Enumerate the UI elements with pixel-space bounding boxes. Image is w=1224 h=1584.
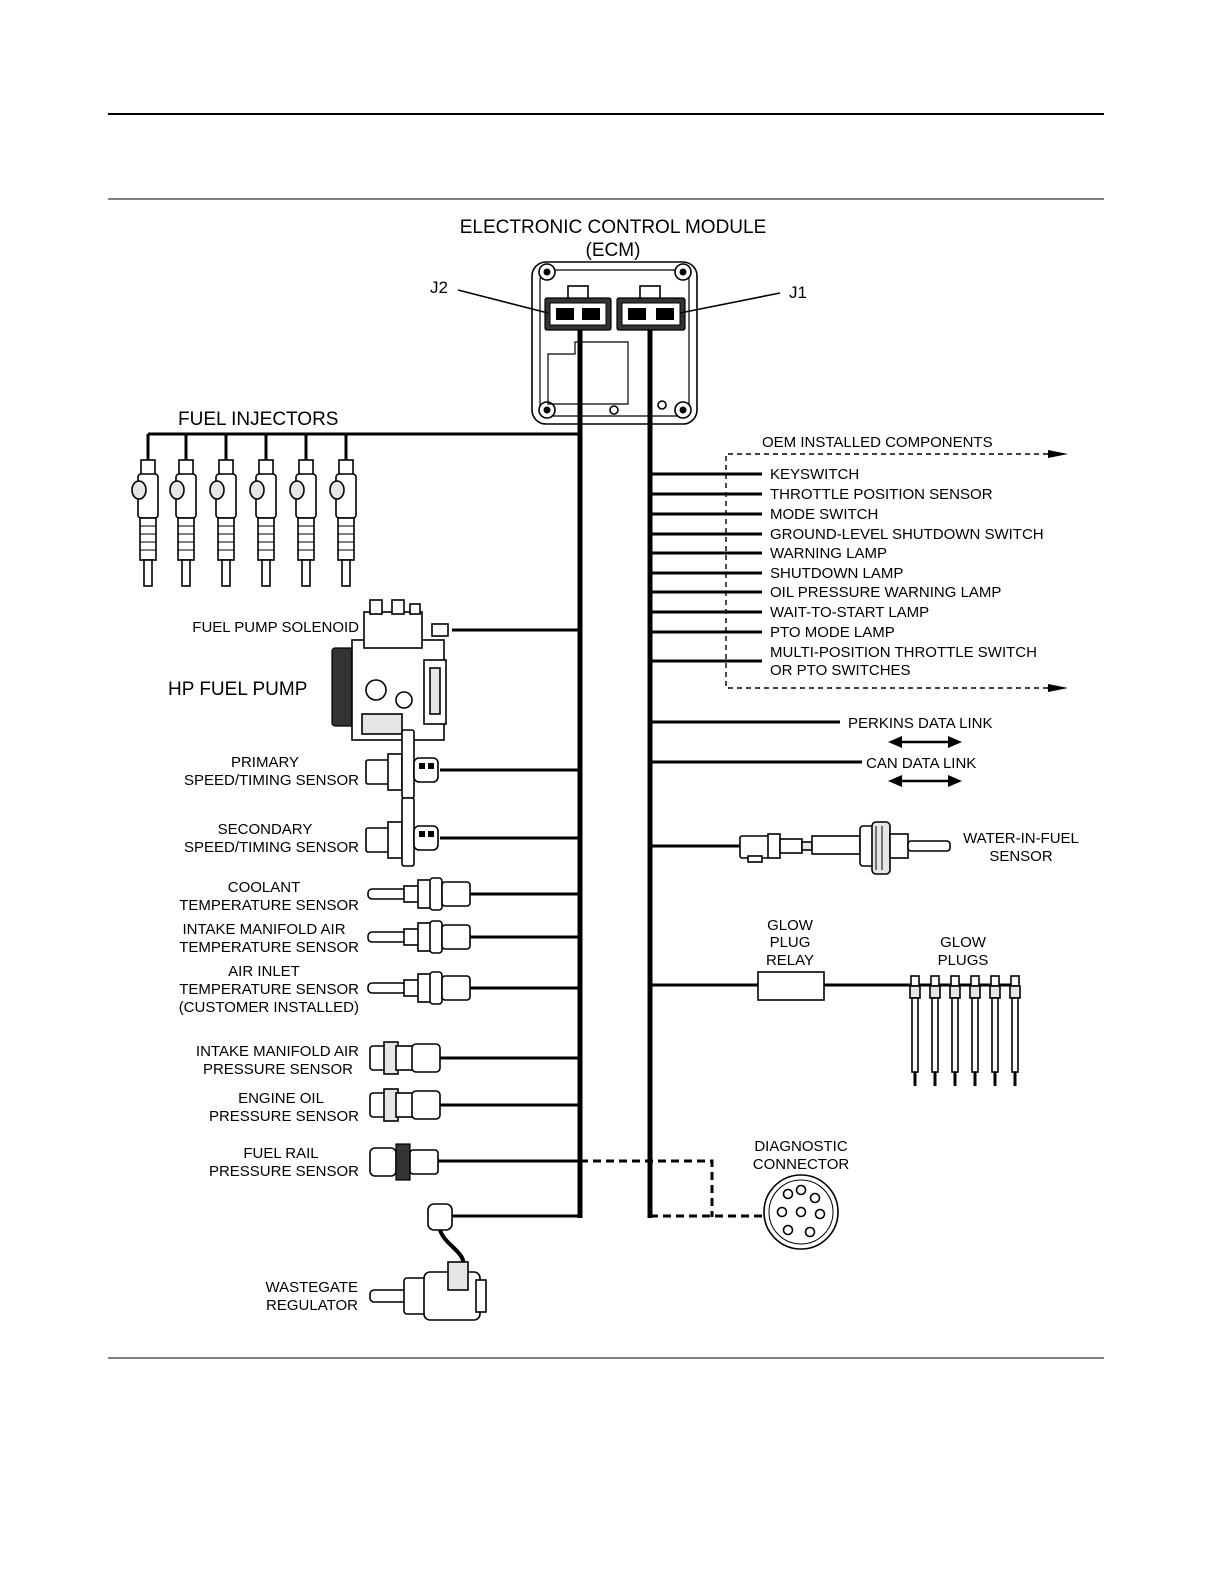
primary-speed-label-2: SPEED/TIMING SENSOR [184, 772, 359, 789]
injector-drop-wires [146, 434, 348, 462]
oem-item-warning-lamp: WARNING LAMP [770, 545, 887, 562]
rail-pressure-dashed-wire [580, 1159, 714, 1217]
wastegate-label-2: REGULATOR [266, 1297, 358, 1314]
oil-pressure-label-2: PRESSURE SENSOR [209, 1108, 359, 1125]
rail-pressure-label-2: PRESSURE SENSOR [209, 1163, 359, 1180]
can-data-link-label: CAN DATA LINK [866, 755, 976, 772]
oil-pressure-label-1: ENGINE OIL [238, 1090, 324, 1107]
oem-arrow-top-icon [1048, 450, 1068, 458]
oem-item-shutdown-lamp: SHUTDOWN LAMP [770, 565, 903, 582]
air-inlet-label-2: TEMPERATURE SENSOR [179, 981, 359, 998]
perkins-data-link-arrow-icon [888, 736, 962, 748]
glow-plugs-label-1: GLOW [940, 934, 987, 951]
imap-label-1: INTAKE MANIFOLD AIR [196, 1043, 359, 1060]
oem-item-multi-position-throttle-switch: MULTI-POSITION THROTTLE SWITCH [770, 644, 1037, 661]
water-in-fuel-label-1: WATER-IN-FUEL [963, 830, 1079, 847]
oem-item-throttle-position-sensor: THROTTLE POSITION SENSOR [770, 486, 993, 503]
oil-pressure-sensor-icon [369, 1088, 441, 1122]
secondary-speed-label-1: SECONDARY [218, 821, 313, 838]
fuel-injectors-label: FUEL INJECTORS [178, 409, 338, 430]
coolant-temp-label-1: COOLANT [228, 879, 301, 896]
wastegate-label-1: WASTEGATE [265, 1279, 358, 1296]
oem-title: OEM INSTALLED COMPONENTS [762, 434, 993, 451]
perkins-data-link-label: PERKINS DATA LINK [848, 715, 993, 732]
imat-label-1: INTAKE MANIFOLD AIR [182, 921, 345, 938]
glow-plugs-label-2: PLUGS [938, 952, 989, 969]
oem-item-wait-to-start-lamp: WAIT-TO-START LAMP [770, 604, 929, 621]
glow-plug-relay-label-2: PLUG [770, 934, 811, 951]
oem-item-pto-switches: OR PTO SWITCHES [770, 662, 911, 679]
diagnostic-connector-label-1: DIAGNOSTIC [754, 1138, 848, 1155]
oem-item-mode-switch: MODE SWITCH [770, 506, 878, 523]
j1-pointer [679, 292, 781, 314]
primary-speed-sensor-icon [365, 729, 439, 799]
fuel-injector-icons [131, 459, 357, 587]
hp-fuel-pump-label: HP FUEL PUMP [168, 679, 307, 700]
ecm-title: ELECTRONIC CONTROL MODULE [460, 217, 767, 238]
oem-arrow-bottom-icon [1048, 684, 1068, 692]
imat-label-2: TEMPERATURE SENSOR [179, 939, 359, 956]
secondary-speed-label-2: SPEED/TIMING SENSOR [184, 839, 359, 856]
j2-connector-icon [544, 285, 612, 331]
oem-wires [650, 472, 762, 663]
j2-pointer [457, 289, 549, 314]
air-inlet-sensor-icon [367, 971, 471, 1005]
water-in-fuel-label-2: SENSOR [989, 848, 1053, 865]
glow-plug-relay-label-3: RELAY [766, 952, 814, 969]
rail-pressure-label-1: FUEL RAIL [243, 1145, 318, 1162]
water-in-fuel-sensor-icon [739, 821, 951, 875]
diagnostic-connector-icon [763, 1174, 839, 1250]
air-inlet-label-1: AIR INLET [228, 963, 300, 980]
imat-sensor-icon [367, 920, 471, 954]
imap-sensor-icon [369, 1041, 441, 1075]
imap-label-2: PRESSURE SENSOR [203, 1061, 353, 1078]
primary-speed-label-1: PRIMARY [231, 754, 299, 771]
oem-item-pto-mode-lamp: PTO MODE LAMP [770, 624, 895, 641]
air-inlet-label-3: (CUSTOMER INSTALLED) [179, 999, 359, 1016]
j1-label: J1 [789, 283, 807, 302]
j2-label: J2 [430, 278, 448, 297]
oem-item-ground-level-shutdown-switch: GROUND-LEVEL SHUTDOWN SWITCH [770, 526, 1044, 543]
fuel-pump-solenoid-label: FUEL PUMP SOLENOID [192, 619, 359, 636]
wastegate-regulator-icon [369, 1203, 487, 1321]
coolant-temp-label-2: TEMPERATURE SENSOR [179, 897, 359, 914]
glow-plug-relay-label-1: GLOW [767, 917, 814, 934]
oem-item-oil-pressure-warning-lamp: OIL PRESSURE WARNING LAMP [770, 584, 1001, 601]
secondary-speed-sensor-icon [365, 797, 439, 867]
coolant-temp-sensor-icon [367, 877, 471, 911]
ecm-abbr: (ECM) [586, 240, 641, 261]
j1-connector-icon [616, 285, 686, 331]
oem-item-keyswitch: KEYSWITCH [770, 466, 859, 483]
can-data-link-arrow-icon [888, 775, 962, 787]
rail-pressure-sensor-icon [369, 1143, 439, 1181]
hp-fuel-pump-icon [331, 599, 449, 741]
ecm-module-icon [531, 261, 698, 425]
diagnostic-connector-label-2: CONNECTOR [753, 1156, 850, 1173]
glow-plug-icons [909, 975, 1021, 1086]
glow-plug-relay-icon [757, 971, 825, 1001]
